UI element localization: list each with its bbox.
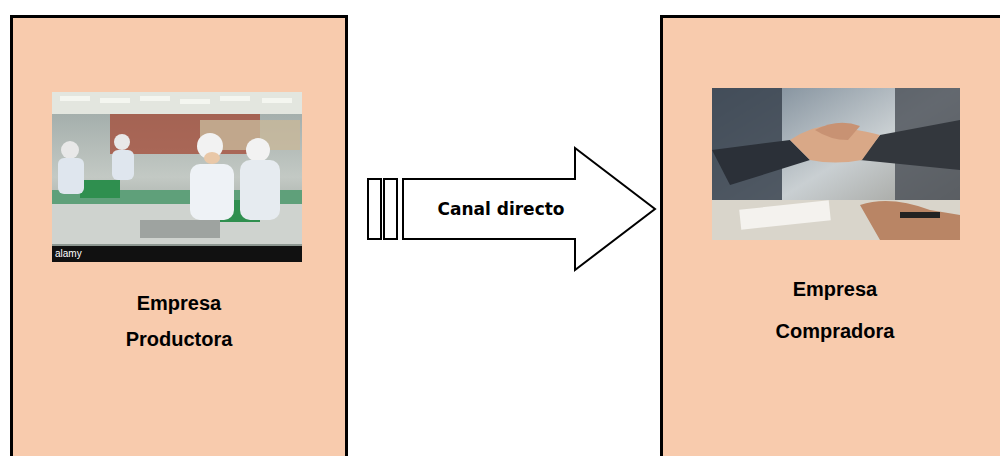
arrow-part xyxy=(384,179,397,239)
watermark: alamy xyxy=(55,248,82,259)
handshake-photo xyxy=(712,88,960,240)
block-arrow xyxy=(368,148,655,270)
company-name: Empresa Productora xyxy=(104,285,254,357)
arrow-part xyxy=(403,148,655,270)
factory-photo xyxy=(52,92,302,262)
arrow-part xyxy=(368,179,381,239)
company-name: Empresa Compradora xyxy=(760,268,910,352)
